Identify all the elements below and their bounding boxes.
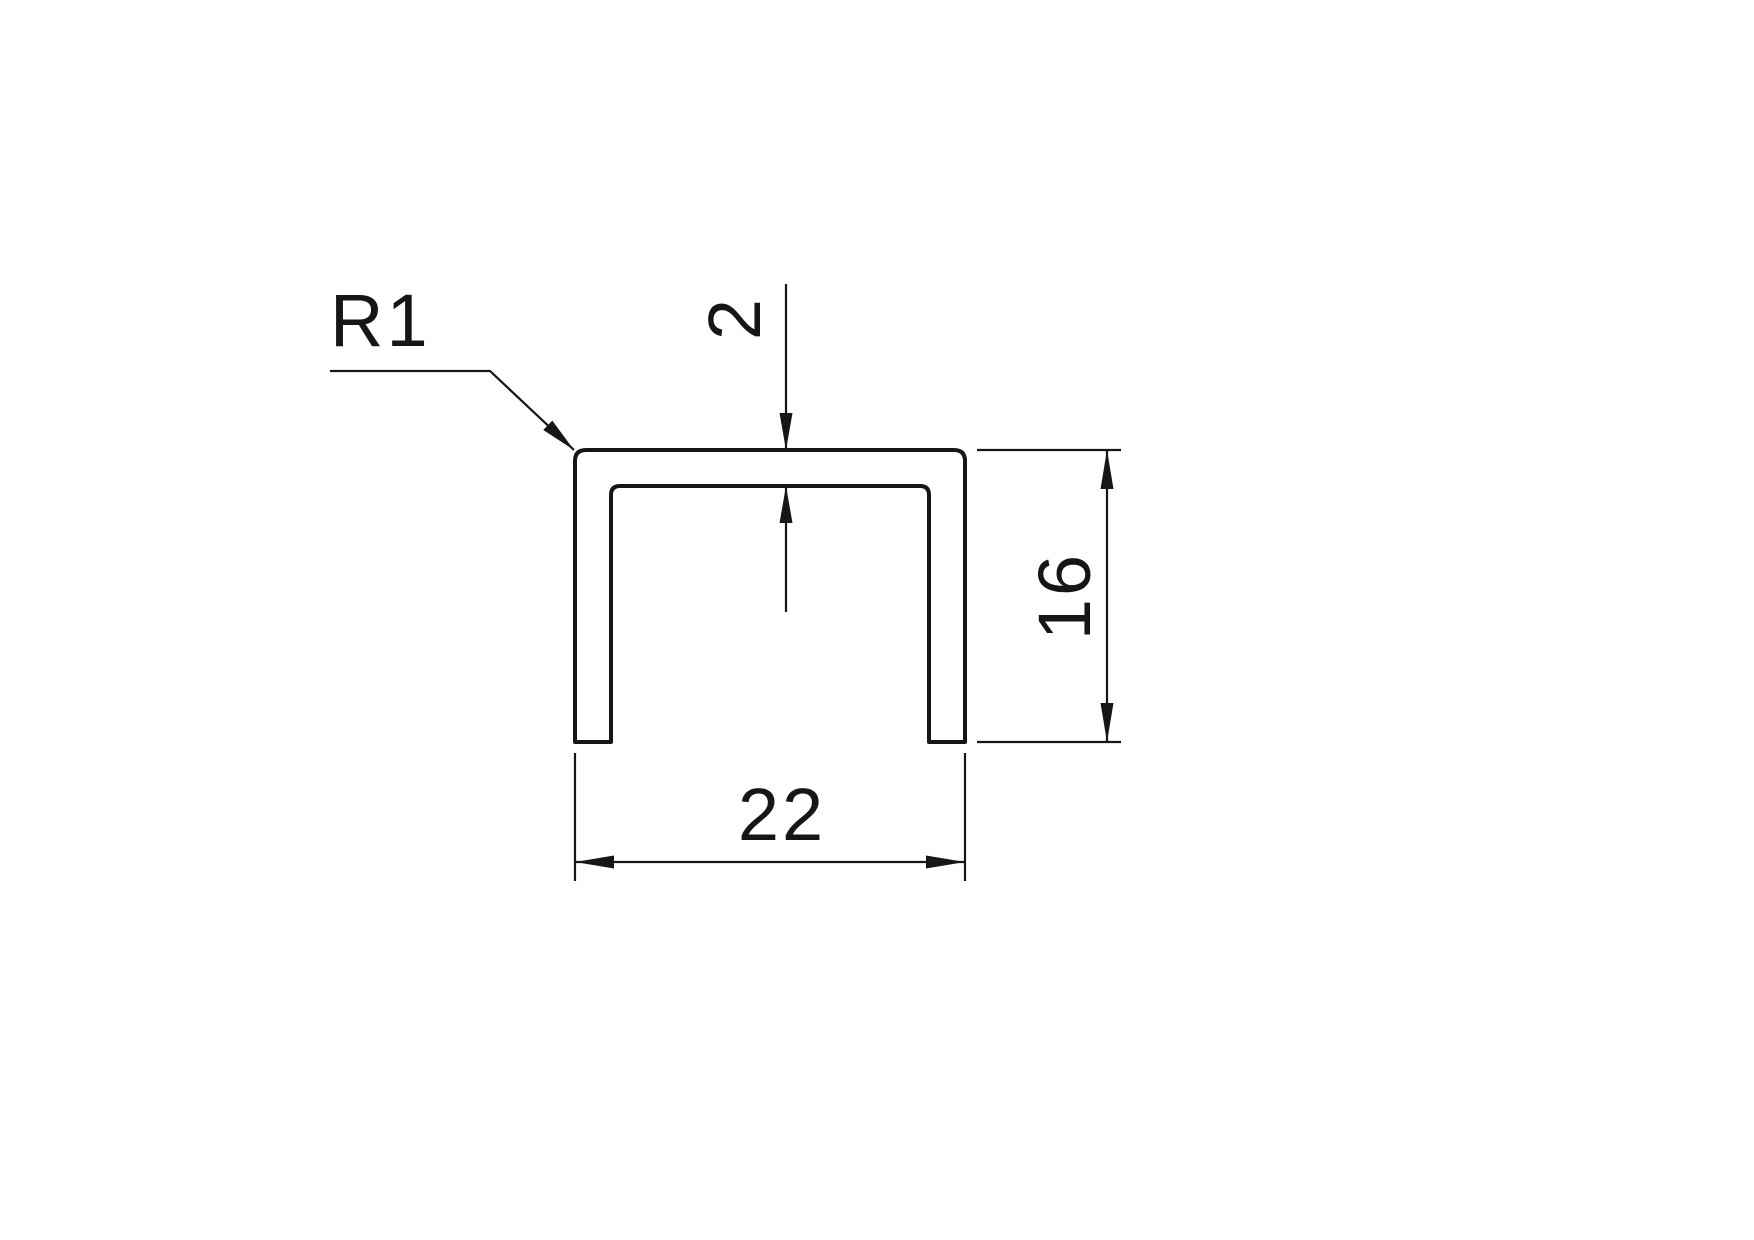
radius-dimension: R1 [330,279,575,451]
height-dimension: 16 [977,448,1121,744]
radius-leader-arrowhead [543,420,574,450]
width-dimension: 22 [573,753,967,881]
radius-leader-line [330,369,575,451]
width-arrowhead-right [926,855,965,869]
thickness-dimension: 2 [693,284,793,612]
height-label: 16 [1023,552,1106,640]
thickness-arrowhead-upper [779,413,793,450]
width-arrowhead-left [575,855,614,869]
thickness-label: 2 [693,296,776,340]
width-label: 22 [738,773,826,856]
height-arrowhead-bottom [1100,703,1114,742]
thickness-arrowhead-lower [779,486,793,523]
radius-label: R1 [330,279,431,362]
height-arrowhead-top [1100,450,1114,489]
profile [573,448,967,744]
u-channel-outline [573,448,967,744]
